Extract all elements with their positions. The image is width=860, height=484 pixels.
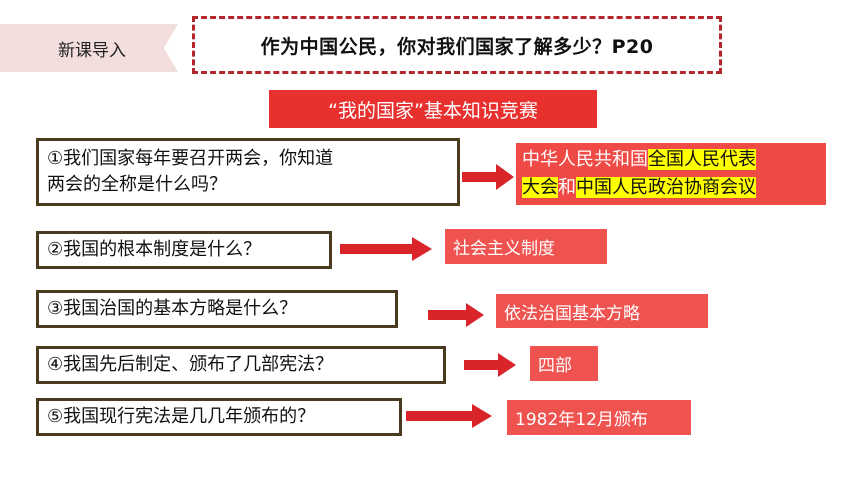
- question-1-line2: 两会的全称是什么吗？: [47, 174, 227, 195]
- answer-5-box: 1982年12月颁布: [507, 400, 691, 435]
- answer-1-box: 中华人民共和国全国人民代表 大会和中国人民政治协商会议: [516, 143, 826, 205]
- arrow-right-icon: [428, 303, 484, 327]
- question-3-box: ③我国治国的基本方略是什么？: [36, 290, 398, 328]
- lesson-intro-tag: 新课导入: [0, 24, 178, 72]
- arrow-right-icon: [406, 404, 492, 428]
- answer-2-box: 社会主义制度: [445, 229, 607, 264]
- question-2-text: ②我国的根本制度是什么？: [47, 239, 262, 260]
- question-3-text: ③我国治国的基本方略是什么？: [47, 298, 298, 319]
- quiz-banner: “我的国家”基本知识竞赛: [269, 90, 597, 128]
- answer-4-box: 四部: [530, 346, 598, 381]
- question-5-text: ⑤我国现行宪法是几几年颁布的？: [47, 406, 316, 427]
- arrow-right-icon: [464, 353, 516, 377]
- answer-5-text: 1982年12月颁布: [515, 410, 648, 430]
- answer-3-box: 依法治国基本方略: [496, 294, 708, 328]
- arrow-right-icon: [462, 164, 514, 190]
- answer-1-highlight-3: 中国人民政治协商会议: [576, 177, 756, 198]
- answer-3-text: 依法治国基本方略: [504, 303, 640, 324]
- arrow-right-icon: [340, 237, 432, 261]
- answer-2-text: 社会主义制度: [453, 239, 555, 259]
- question-4-box: ④我国先后制定、颁布了几部宪法？: [36, 346, 446, 384]
- answer-1-part2: 和: [558, 177, 576, 198]
- question-5-box: ⑤我国现行宪法是几几年颁布的？: [36, 398, 402, 436]
- page-title-text: 作为中国公民，你对我们国家了解多少？P20: [260, 35, 654, 58]
- lesson-intro-label: 新课导入: [58, 40, 126, 61]
- page-title: 作为中国公民，你对我们国家了解多少？P20: [192, 16, 722, 74]
- quiz-banner-text: “我的国家”基本知识竞赛: [328, 99, 538, 122]
- answer-4-text: 四部: [538, 356, 572, 376]
- question-2-box: ②我国的根本制度是什么？: [36, 231, 332, 269]
- question-4-text: ④我国先后制定、颁布了几部宪法？: [47, 354, 334, 375]
- answer-1-highlight-1: 全国人民代表: [648, 149, 756, 170]
- question-1-line1: ①我们国家每年要召开两会，你知道: [47, 148, 334, 169]
- answer-1-highlight-2: 大会: [522, 177, 558, 198]
- answer-1-part1: 中华人民共和国: [522, 149, 648, 170]
- question-1-box: ①我们国家每年要召开两会，你知道 两会的全称是什么吗？: [36, 138, 460, 206]
